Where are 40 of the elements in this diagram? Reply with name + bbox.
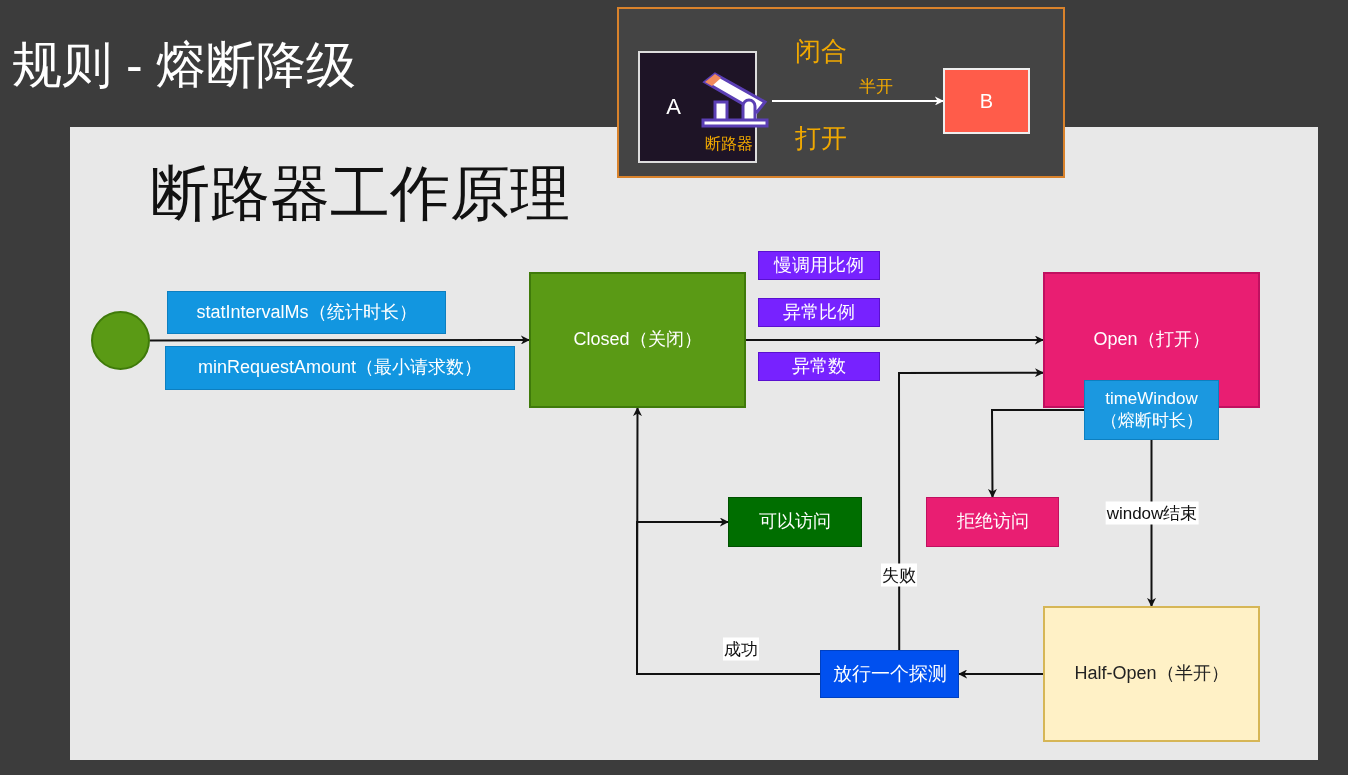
arrow [987,409,1085,498]
node-box [943,68,1030,134]
arrow [958,669,1044,679]
arrow [745,335,1044,345]
node-text: Open（打开） [1092,329,1211,351]
node-text: 断路器 [705,133,753,153]
condition-box [758,298,880,327]
state-box [529,272,746,408]
section-heading: 断路器工作原理 [150,159,570,229]
action-box [820,650,959,698]
parameter-box [1084,380,1219,440]
node-text: statIntervalMs（统计时长） [195,301,418,324]
arrow [771,96,944,106]
condition-box [758,251,880,280]
node-text: 异常比例 [782,301,856,324]
node-text: 可以访问 [758,511,832,533]
node-text: minRequestAmount（最小请求数） [196,357,484,379]
condition-box [758,352,880,381]
result-box [728,497,862,547]
edge-label: window结束 [1105,501,1199,525]
edge-label: 失败 [881,563,917,587]
state-box [1043,606,1260,742]
node-text: 异常数 [791,355,847,378]
edge-label: 成功 [723,637,759,661]
state-label: 打开 [795,123,847,155]
node-text: Closed（关闭） [572,329,703,351]
node-text: 拒绝访问 [955,511,1030,533]
result-box [926,497,1059,547]
node-text: Half-Open（半开） [1073,663,1230,685]
node-text: timeWindow（熔断时长） [1099,387,1204,432]
node-text: B [978,89,995,113]
node-text: A [665,93,682,121]
arrow [149,335,530,345]
arrow [898,368,1044,651]
slide-title: 规则 - 熔断降级 [12,38,357,93]
state-label: 闭合 [795,36,847,68]
node-text: 放行一个探测 [831,662,948,686]
parameter-box [167,291,446,334]
parameter-box [165,346,515,390]
node-text: 慢调用比例 [773,254,865,277]
